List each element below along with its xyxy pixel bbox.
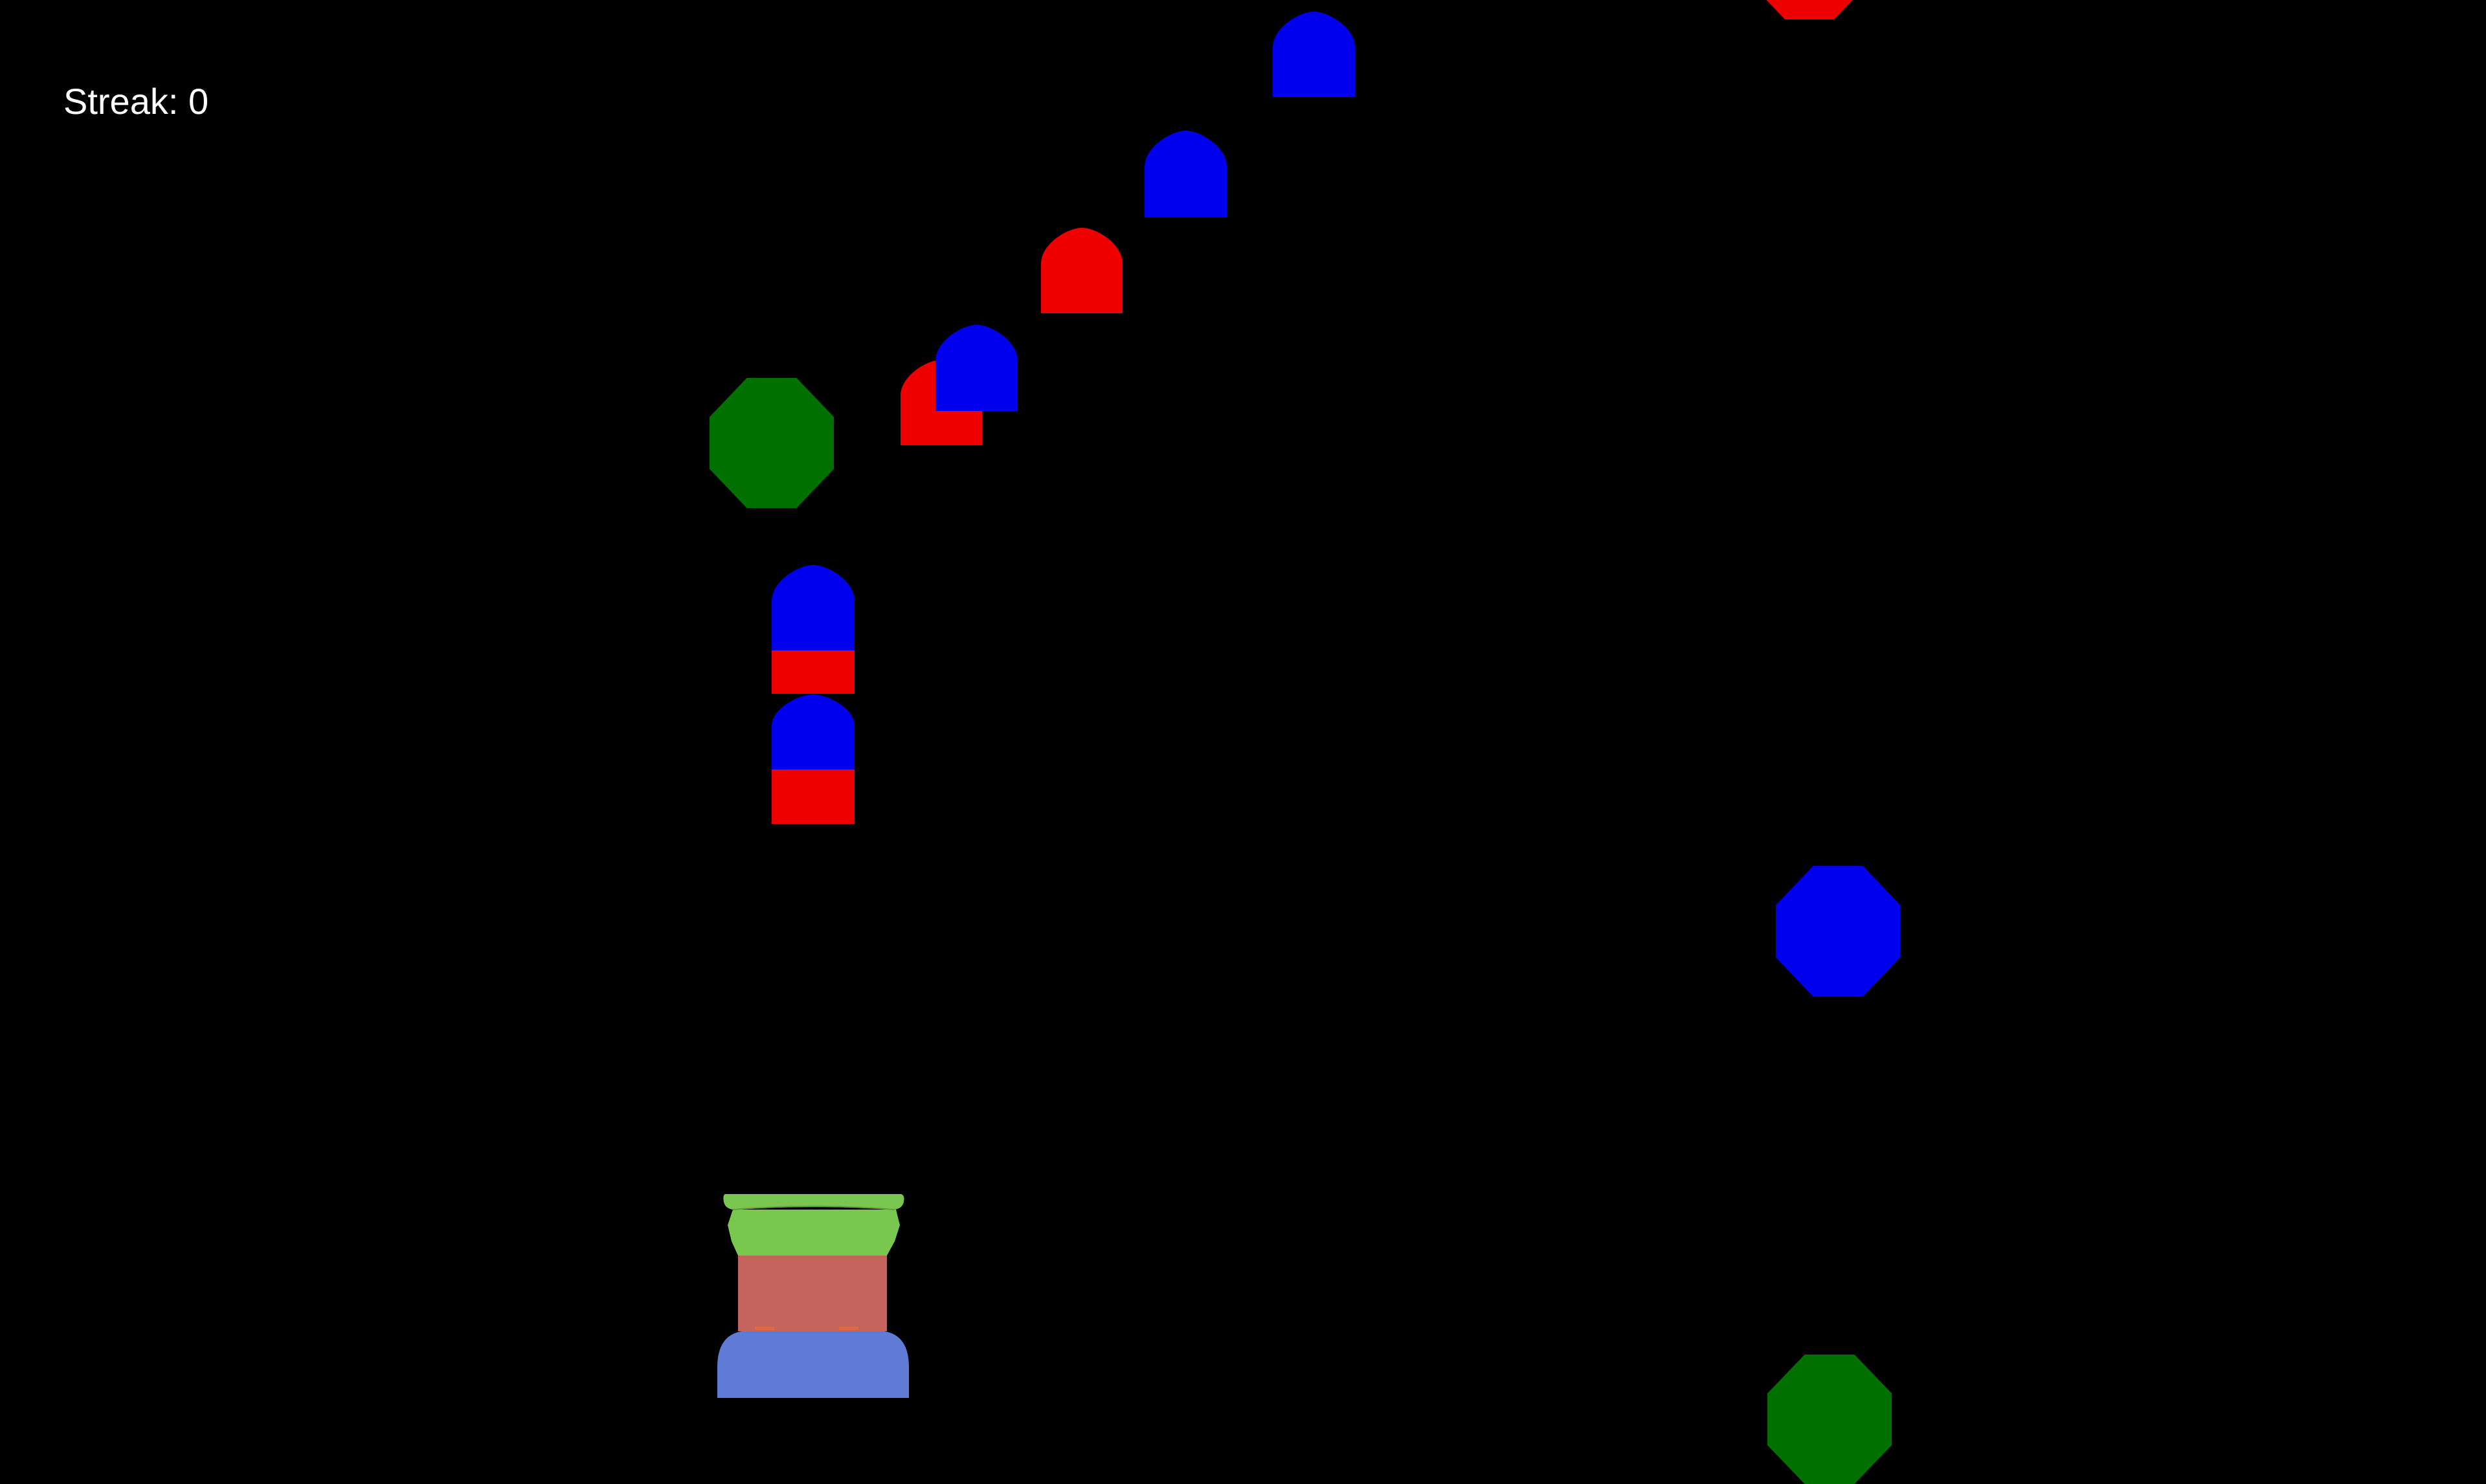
blue-octagon-icon xyxy=(1776,866,1900,997)
green-octagon xyxy=(1767,1355,1892,1484)
red-arrow xyxy=(1041,228,1123,313)
streak-counter: Streak: 0 xyxy=(63,81,209,122)
blue-arrow xyxy=(772,694,855,770)
player-green-lip xyxy=(723,1194,904,1210)
player-catcher[interactable] xyxy=(716,1193,910,1398)
blue-arrow-icon xyxy=(772,694,855,770)
red-arrow-icon xyxy=(1041,228,1123,313)
green-octagon-icon xyxy=(1767,1355,1892,1484)
blue-arrow xyxy=(1145,131,1227,217)
blue-octagon xyxy=(1776,866,1900,997)
red-bar xyxy=(772,770,855,824)
green-octagon xyxy=(710,378,834,508)
red-bar-icon xyxy=(772,650,855,694)
player-green-segment xyxy=(728,1210,900,1256)
blue-arrow xyxy=(1273,12,1355,97)
blue-arrow-icon xyxy=(772,565,855,650)
blue-arrow-icon xyxy=(935,325,1018,411)
player-catcher-icon xyxy=(717,1194,909,1398)
blue-arrow-icon xyxy=(1145,131,1227,217)
red-octagon-icon xyxy=(1766,0,1853,19)
red-bar-icon xyxy=(772,770,855,824)
blue-arrow xyxy=(772,565,855,650)
red-bar xyxy=(772,650,855,694)
blue-arrow xyxy=(935,325,1018,411)
player-red-segment xyxy=(738,1256,887,1331)
red-octagon xyxy=(1748,0,1871,19)
green-octagon-icon xyxy=(710,378,834,508)
player-blue-segment xyxy=(717,1331,909,1398)
blue-arrow-icon xyxy=(1273,12,1355,97)
